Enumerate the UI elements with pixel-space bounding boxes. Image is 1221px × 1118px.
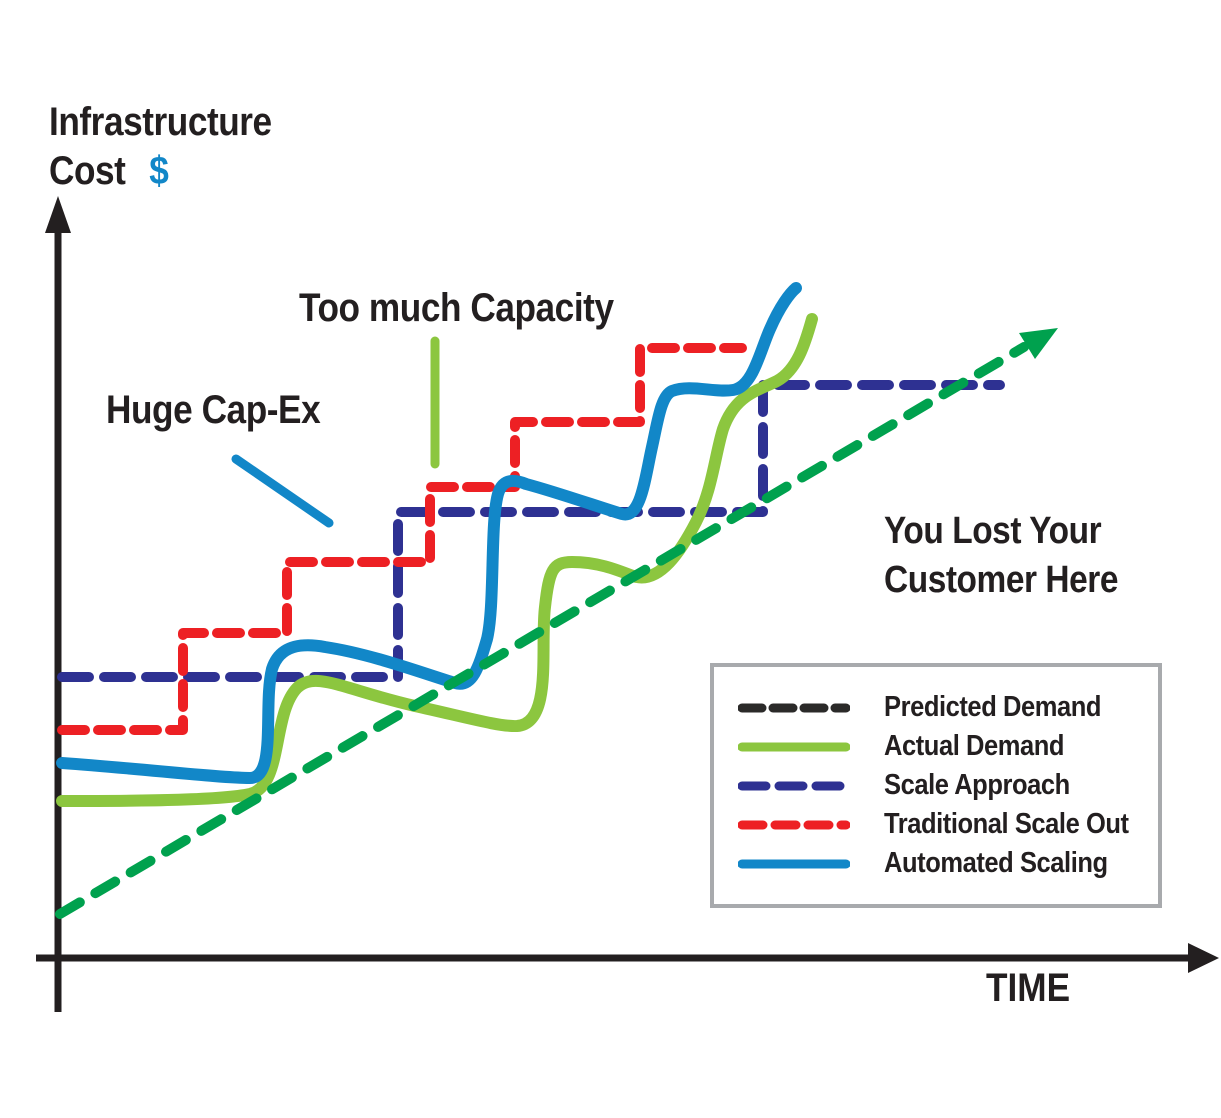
legend-item-predicted-demand: Predicted Demand	[738, 691, 1158, 723]
y-axis-arrow-icon	[45, 196, 71, 233]
y-axis-title-line2: Cost$	[49, 149, 169, 193]
predicted-demand-swatch-icon	[738, 703, 850, 712]
series-automated-scaling	[56, 282, 802, 784]
legend-label: Actual Demand	[884, 730, 1065, 762]
legend-item-automated-scaling: Automated Scaling	[738, 847, 1158, 879]
series-layer	[55, 282, 1058, 919]
axes	[36, 196, 1219, 1012]
legend-label: Predicted Demand	[884, 691, 1102, 723]
legend-box: Predicted Demand Actual Demand Scale App…	[710, 663, 1162, 908]
predicted-demand-arrowhead-icon	[1019, 328, 1058, 359]
annotation-huge-cap-ex: Huge Cap-Ex	[106, 388, 321, 432]
scale-approach-swatch-icon	[738, 781, 850, 790]
huge-capex-pointer-line	[231, 454, 334, 528]
dollar-symbol: $	[149, 149, 169, 193]
annotation-too-much-capacity: Too much Capacity	[299, 286, 614, 330]
annotation-lost-customer-line1: You Lost Your	[884, 510, 1102, 552]
annotation-lost-customer: You Lost Your Customer Here	[884, 507, 1118, 605]
series-traditional-scale-out	[57, 343, 747, 735]
legend-item-actual-demand: Actual Demand	[738, 730, 1158, 762]
x-axis-arrow-icon	[1188, 943, 1219, 973]
y-axis-title: Infrastructure Cost$	[49, 98, 272, 196]
series-predicted-demand	[55, 342, 1029, 919]
y-axis-title-line1: Infrastructure	[49, 100, 272, 144]
legend-label: Automated Scaling	[884, 847, 1108, 879]
legend-item-traditional-scale-out: Traditional Scale Out	[738, 808, 1158, 840]
series-actual-demand	[56, 313, 818, 807]
actual-demand-swatch-icon	[738, 742, 850, 751]
traditional-scale-out-swatch-icon	[738, 820, 850, 829]
annotation-pointers	[231, 336, 440, 528]
legend-item-scale-approach: Scale Approach	[738, 769, 1158, 801]
x-axis-title: TIME	[986, 966, 1071, 1010]
annotation-lost-customer-line2: Customer Here	[884, 559, 1119, 601]
automated-scaling-swatch-icon	[738, 859, 850, 868]
series-scale-approach	[57, 380, 1005, 682]
legend-label: Traditional Scale Out	[884, 808, 1129, 840]
legend-label: Scale Approach	[884, 769, 1070, 801]
